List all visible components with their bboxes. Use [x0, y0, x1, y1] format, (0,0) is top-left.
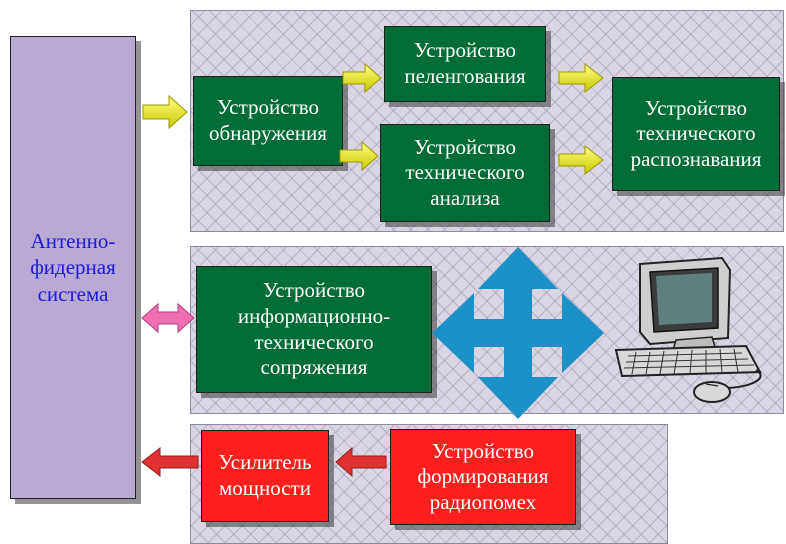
four-way-arrow-icon — [432, 247, 604, 419]
power-amplifier: Усилитель мощности — [201, 430, 329, 522]
double-arrow-antenna-interface — [141, 302, 195, 334]
arrow-amplifier-to-antenna — [141, 446, 199, 478]
technical-recognition-device: Устройство технического распознавания — [612, 77, 780, 191]
info-tech-interface-device: Устройство информационно- технического с… — [196, 266, 432, 393]
arrow-technical-analysis-to-recognition — [558, 144, 604, 176]
direction-finding-device: Устройство пеленгования — [384, 26, 546, 102]
arrow-jamming-to-amplifier — [335, 446, 387, 478]
detection-device: Устройство обнаружения — [193, 76, 343, 166]
antenna-feeder-system: Антенно- фидерная система — [10, 36, 136, 499]
arrow-detection-to-direction-finding — [342, 62, 382, 94]
technical-analysis-device: Устройство технического анализа — [380, 124, 550, 222]
arrow-detection-to-technical-analysis — [339, 140, 379, 172]
computer-icon — [614, 256, 762, 403]
arrow-antenna-to-detection — [142, 94, 188, 130]
arrow-direction-finding-to-recognition — [558, 62, 604, 94]
jamming-generator-device: Устройство формирования радиопомех — [390, 429, 576, 525]
